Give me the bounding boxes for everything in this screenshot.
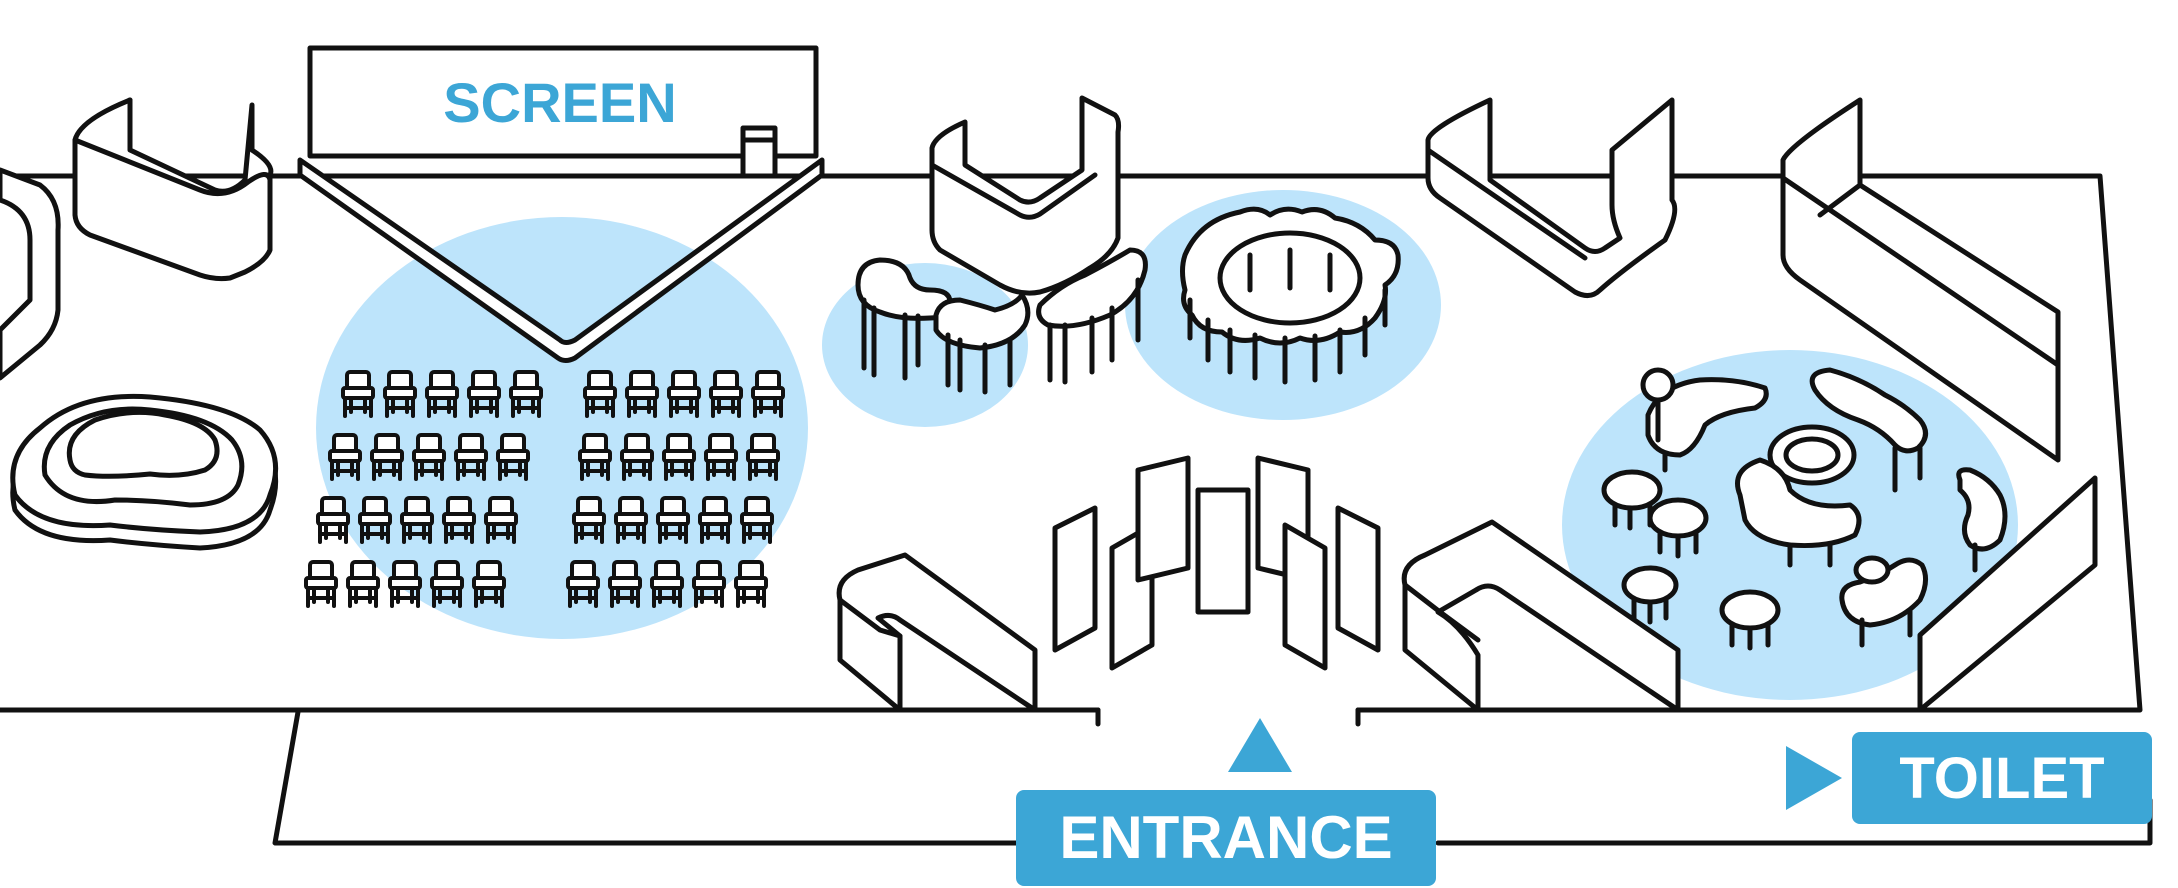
partition-booth-4 — [1780, 97, 2061, 463]
partition-booth-3 — [1425, 97, 1678, 298]
theater-chair — [662, 433, 696, 481]
corner-partition — [1917, 475, 2098, 713]
theater-chair — [346, 560, 380, 608]
floor-outline — [0, 173, 2153, 846]
stage-pedestal — [10, 393, 279, 551]
triangle-right-icon — [1786, 746, 1842, 810]
theater-chair — [572, 496, 606, 544]
lounge-benches-left — [855, 247, 1148, 395]
theater-chair — [698, 496, 732, 544]
theater-chair — [578, 433, 612, 481]
theater-chair — [746, 433, 780, 481]
screen-label: SCREEN — [443, 71, 676, 134]
theater-chair — [430, 560, 464, 608]
theater-chair — [472, 560, 506, 608]
theater-chair — [304, 560, 338, 608]
theater-chair — [316, 496, 350, 544]
theater-chair — [467, 370, 501, 418]
theater-chair — [328, 433, 362, 481]
theater-chair — [388, 560, 422, 608]
left-partition — [0, 167, 61, 381]
theater-chair — [608, 560, 642, 608]
low-partition-right — [1401, 519, 1681, 713]
theater-chair — [566, 560, 600, 608]
theater-chair — [454, 433, 488, 481]
theater-chair — [614, 496, 648, 544]
theater-chair — [656, 496, 690, 544]
theater-chair — [650, 560, 684, 608]
theater-chair — [484, 496, 518, 544]
theater-chair — [383, 370, 417, 418]
entrance-display-panels — [1052, 455, 1381, 671]
low-partition-left — [836, 552, 1038, 713]
theater-chair — [709, 370, 743, 418]
theater-chair — [692, 560, 726, 608]
theater-chair — [341, 370, 375, 418]
theater-chair — [412, 433, 446, 481]
screen-wall — [297, 45, 825, 363]
triangle-up-icon — [1228, 718, 1292, 772]
theater-chair — [583, 370, 617, 418]
theater-seating — [304, 370, 785, 608]
theater-chair — [704, 433, 738, 481]
round-lounge — [1180, 206, 1401, 385]
theater-chair — [740, 496, 774, 544]
partition-booth-1 — [72, 97, 274, 282]
theater-chair — [667, 370, 701, 418]
entrance-label: ENTRANCE — [1059, 804, 1392, 871]
theater-chair — [425, 370, 459, 418]
theater-chair — [734, 560, 768, 608]
toilet-badge[interactable] — [1852, 732, 2152, 824]
theater-chair — [620, 433, 654, 481]
theater-chair — [751, 370, 785, 418]
theater-chair — [442, 496, 476, 544]
toilet-label: TOILET — [1899, 746, 2104, 811]
theater-chair — [400, 496, 434, 544]
theater-chair — [370, 433, 404, 481]
theater-zone — [316, 217, 808, 639]
theater-chair — [625, 370, 659, 418]
partition-booth-2 — [929, 95, 1122, 296]
theater-chair — [496, 433, 530, 481]
theater-chair — [509, 370, 543, 418]
cafe-furniture — [1601, 367, 2008, 651]
theater-chair — [358, 496, 392, 544]
entrance-badge[interactable] — [1016, 790, 1436, 886]
